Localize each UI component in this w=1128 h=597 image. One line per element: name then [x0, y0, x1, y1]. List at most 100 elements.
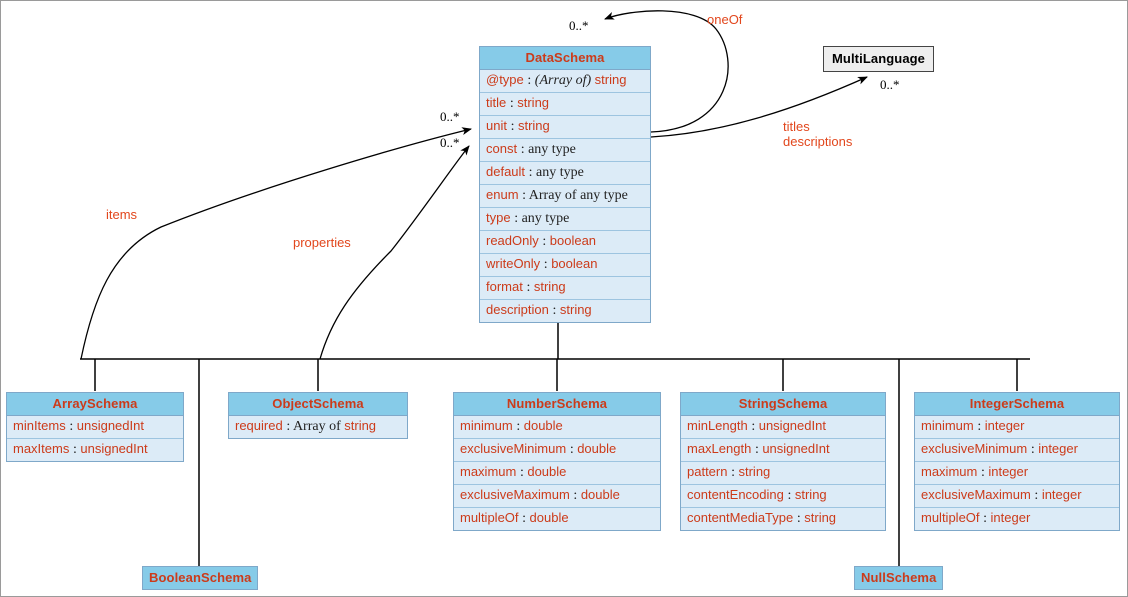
attribute-row: minimum : integer	[915, 416, 1119, 439]
attribute-separator: :	[509, 96, 518, 111]
class-title-string-schema: StringSchema	[681, 393, 885, 416]
attribute-name: exclusiveMaximum	[460, 487, 574, 502]
attribute-separator: :	[1034, 488, 1042, 503]
attribute-type: integer	[990, 510, 1031, 525]
attribute-type: integer	[1038, 441, 1078, 456]
attribute-separator: :	[522, 511, 530, 526]
attribute-name: enum	[486, 187, 523, 202]
attribute-row: exclusiveMinimum : double	[454, 439, 660, 462]
edge-label-items: items	[106, 207, 138, 222]
class-title-null-schema: NullSchema	[855, 567, 943, 589]
attribute-type: unsignedInt	[76, 418, 144, 433]
class-boolean-schema[interactable]: BooleanSchema	[142, 566, 259, 590]
attribute-type: Array of any type	[528, 188, 628, 203]
attribute-name: minimum	[921, 418, 978, 433]
attribute-row: format : string	[480, 277, 650, 300]
attribute-name: multipleOf	[460, 510, 523, 525]
attribute-name: maxItems	[13, 441, 73, 456]
attribute-separator: :	[510, 119, 518, 134]
attribute-name: title	[486, 95, 510, 110]
attribute-row: exclusiveMaximum : double	[454, 485, 660, 508]
attribute-row: minimum : double	[454, 416, 660, 439]
attribute-row: title : string	[480, 93, 650, 116]
attribute-type: double	[580, 487, 620, 502]
attribute-name: default	[486, 164, 529, 179]
attribute-type: integer	[988, 464, 1029, 479]
attribute-type: unsignedInt	[762, 441, 830, 456]
attribute-separator: :	[796, 511, 805, 526]
attribute-row: multipleOf : double	[454, 508, 660, 530]
attribute-name: exclusiveMaximum	[921, 487, 1035, 502]
attribute-name: pattern	[687, 464, 732, 479]
attribute-separator: :	[286, 419, 293, 434]
attribute-separator: :	[573, 488, 581, 503]
attribute-name: contentEncoding	[687, 487, 788, 502]
attribute-name: minItems	[13, 418, 70, 433]
attribute-row: readOnly : boolean	[480, 231, 650, 254]
attribute-row: maxItems : unsignedInt	[7, 439, 183, 461]
attribute-row: default : any type	[480, 162, 650, 185]
attribute-separator: :	[520, 142, 529, 157]
attribute-name: required	[235, 418, 287, 433]
attribute-separator: :	[543, 257, 552, 272]
attribute-separator: :	[522, 188, 529, 203]
attribute-type: string	[559, 302, 592, 317]
attribute-name: writeOnly	[486, 256, 544, 271]
attribute-row: maxLength : unsignedInt	[681, 439, 885, 462]
attribute-separator: :	[980, 465, 989, 480]
edge-properties	[319, 145, 470, 360]
attribute-name: readOnly	[486, 233, 543, 248]
attribute-separator: :	[569, 442, 578, 457]
edge-label-one-of: oneOf	[707, 12, 743, 27]
attribute-separator: :	[983, 511, 991, 526]
attribute-separator: :	[542, 234, 550, 249]
class-title-array-schema: ArraySchema	[7, 393, 183, 416]
attribute-type: boolean	[551, 256, 598, 271]
attribute-separator: :	[72, 442, 81, 457]
attribute-row: type : any type	[480, 208, 650, 231]
class-object-schema[interactable]: ObjectSchema required : Array of string	[228, 392, 408, 439]
attribute-separator: :	[977, 419, 985, 434]
attribute-type: double	[527, 464, 567, 479]
attribute-row: maximum : double	[454, 462, 660, 485]
attribute-type: string	[804, 510, 837, 525]
attribute-type: double	[577, 441, 617, 456]
class-title-number-schema: NumberSchema	[454, 393, 660, 416]
edge-label-descriptions: descriptions	[783, 134, 853, 149]
attribute-row: exclusiveMinimum : integer	[915, 439, 1119, 462]
attribute-separator: :	[528, 165, 537, 180]
class-title-boolean-schema: BooleanSchema	[143, 567, 258, 589]
attribute-name: unit	[486, 118, 511, 133]
attribute-name: contentMediaType	[687, 510, 797, 525]
edge-label-titles: titles	[783, 119, 810, 134]
attribute-row: contentMediaType : string	[681, 508, 885, 530]
class-null-schema[interactable]: NullSchema	[854, 566, 944, 590]
edge-titles-descriptions	[650, 76, 868, 138]
attribute-separator: :	[754, 442, 763, 457]
attribute-name: exclusiveMinimum	[460, 441, 570, 456]
attribute-type: unsignedInt	[758, 418, 826, 433]
attribute-separator: :	[787, 488, 795, 503]
attribute-separator: :	[527, 73, 535, 88]
attribute-row: exclusiveMaximum : integer	[915, 485, 1119, 508]
multiplicity-items: 0..*	[440, 109, 460, 124]
attribute-name: description	[486, 302, 553, 317]
attribute-type: string	[738, 464, 771, 479]
attribute-separator: :	[69, 419, 77, 434]
attribute-type: any type	[528, 142, 576, 157]
class-title-multi-language: MultiLanguage	[824, 47, 934, 71]
attribute-type: double	[523, 418, 563, 433]
attribute-name: maximum	[460, 464, 520, 479]
attribute-row: description : string	[480, 300, 650, 322]
attribute-type: boolean	[549, 233, 597, 248]
attribute-type: string	[533, 279, 566, 294]
class-multi-language[interactable]: MultiLanguage	[823, 46, 935, 72]
